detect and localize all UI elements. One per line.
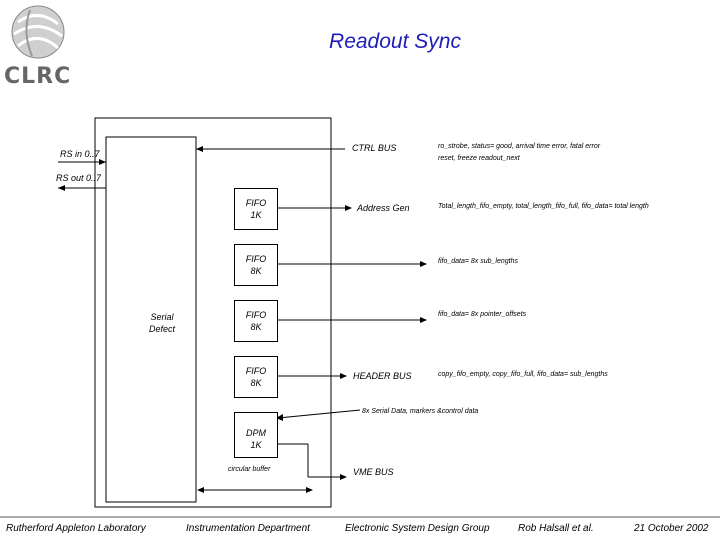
serial-defect-label: Serial Defect	[148, 312, 175, 334]
fifo-1k-name: FIFO	[245, 198, 267, 208]
vme-bus-label: VME BUS	[353, 467, 394, 477]
fifo-8k-3-arrow	[340, 373, 347, 379]
rs-in-label: RS in 0..7	[60, 149, 100, 159]
footer-group: Electronic System Design Group	[345, 523, 490, 534]
fifo-8k-1-size: 8K	[250, 266, 262, 276]
serial-data-arrow	[276, 414, 283, 421]
rs-out-label: RS out 0..7	[56, 173, 102, 183]
dpm-size: 1K	[250, 440, 262, 450]
address-gen-label: Address Gen	[357, 203, 410, 213]
page-title: Readout Sync	[329, 30, 461, 53]
rs-out-arrow	[58, 185, 65, 191]
fifo-8k-3-size: 8K	[250, 378, 262, 388]
footer-author: Rob Halsall et al.	[518, 523, 594, 534]
vme-bus-arrow	[340, 474, 347, 480]
serial-defect-block	[105, 136, 197, 503]
dpm-name: DPM	[246, 428, 266, 438]
fifo-8k-box-2: FIFO 8K	[234, 300, 278, 342]
header-bus-label: HEADER BUS	[353, 371, 412, 381]
footer-dept: Instrumentation Department	[186, 523, 310, 534]
fifo-1k-arrow	[345, 205, 352, 211]
fifo-8k-1-arrow	[420, 261, 427, 267]
ctrl-signals-line-2: reset, freeze readout_next	[438, 155, 520, 162]
dpm-box: DPM 1K	[234, 412, 278, 458]
ctrl-bus-label: CTRL BUS	[352, 143, 397, 153]
fifo8k-signals-1: fifo_data= 8x sub_lengths	[438, 258, 518, 265]
rs-in-arrow	[99, 159, 106, 165]
ctrl-bus-arrow	[196, 146, 203, 152]
fifo-8k-box-3: FIFO 8K	[234, 356, 278, 398]
fifo-1k-size: 1K	[250, 210, 262, 220]
fifo-8k-1-name: FIFO	[245, 254, 267, 264]
fifo-8k-2-name: FIFO	[245, 310, 267, 320]
fifo-1k-box: FIFO 1K	[234, 188, 278, 230]
fifo-8k-2-size: 8K	[250, 322, 262, 332]
address-signals: Total_length_fifo_empty, total_length_fi…	[438, 203, 649, 210]
fifo-8k-box-1: FIFO 8K	[234, 244, 278, 286]
circular-buffer-label: circular buffer	[228, 466, 271, 473]
serial-data-signals: 8x Serial Data, markers &control data	[362, 408, 479, 415]
footer-lab: Rutherford Appleton Laboratory	[6, 523, 146, 534]
header-signals: copy_fifo_empty, copy_fifo_full, fifo_da…	[438, 371, 608, 378]
footer-date: 21 October 2002	[634, 523, 709, 534]
fifo8k-signals-2: fifo_data= 8x pointer_offsets	[438, 311, 527, 318]
module-outline	[94, 117, 332, 508]
clrc-logo-sphere-icon	[11, 5, 65, 59]
fifo-8k-3-name: FIFO	[245, 366, 267, 376]
ctrl-signals-line-1: ro_strobe, status= good, arrival time er…	[438, 143, 601, 150]
fifo-8k-2-arrow	[420, 317, 427, 323]
logo-text: CLRC	[4, 64, 72, 89]
